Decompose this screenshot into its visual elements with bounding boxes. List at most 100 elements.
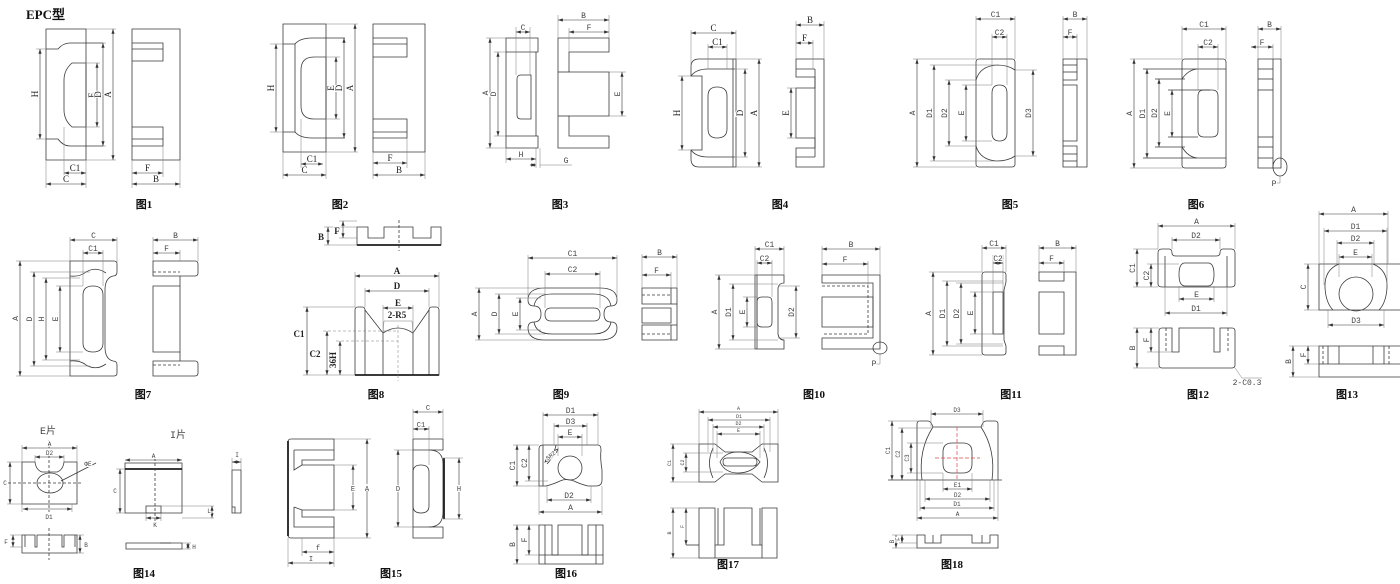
figure-caption: 图13: [1336, 388, 1358, 401]
dimension-label: A: [1351, 206, 1356, 215]
part-outline: [287, 438, 335, 539]
part-outline: [294, 37, 345, 45]
part-outline: [1257, 58, 1282, 169]
dimension-label: D3: [566, 418, 576, 427]
dimension-label: E: [967, 310, 976, 315]
figure-caption: 图8: [368, 388, 385, 401]
dimension-label: E: [739, 309, 748, 314]
dimension-label: B: [1129, 345, 1138, 350]
part-outline: [412, 526, 444, 539]
dimension-label: A: [48, 441, 52, 448]
part-outline: [505, 135, 539, 149]
dimension-label: C2: [895, 450, 902, 458]
dimension-label: E: [512, 311, 521, 316]
figure-caption: 图5: [1002, 198, 1019, 211]
part-outline: [354, 306, 440, 376]
dimension-label: F: [895, 537, 902, 541]
dimension-label: D1: [566, 407, 576, 416]
dimension-label: C2: [568, 266, 578, 275]
dimension-label: K: [153, 522, 157, 529]
part-outline: [294, 131, 345, 139]
part-outline: [719, 451, 761, 474]
dimension-label: D: [334, 84, 344, 91]
part-outline: [1063, 145, 1078, 167]
dimension-label: C2: [760, 255, 770, 264]
dimension-label: A: [394, 266, 401, 276]
dimension-label: D: [735, 109, 745, 116]
part-outline: [756, 296, 773, 328]
dimension-label: A: [909, 110, 918, 115]
dimension-label: F: [145, 163, 150, 173]
part-outline: [872, 341, 888, 355]
figure-caption: 图14: [133, 567, 155, 580]
part-outline: [69, 360, 107, 369]
figure-caption: 图4: [772, 198, 789, 211]
dimension-label: F: [1143, 337, 1152, 342]
extension-line: [382, 320, 385, 334]
dimension-label: D1: [736, 414, 742, 420]
figure-caption: 图18: [941, 558, 963, 571]
dimension-label: C1: [294, 329, 305, 339]
dimension-label: 36H: [328, 352, 338, 368]
dimension-label: C1: [70, 163, 81, 173]
extension-line: [384, 320, 414, 334]
dimension-label: D: [491, 311, 500, 316]
part-outline: [63, 62, 87, 128]
figure-caption: 图12: [1187, 388, 1209, 401]
part-outline: [232, 506, 236, 513]
dimension-label: D2: [564, 492, 574, 501]
part-outline: [709, 447, 714, 479]
dimension-label: H: [519, 151, 524, 160]
figure-caption: 图1: [136, 198, 153, 211]
dimension-label: E片: [40, 424, 56, 438]
dimension-label: P: [872, 360, 877, 369]
figure-caption: 图11: [1000, 388, 1021, 401]
dimension-label: B: [849, 241, 854, 250]
part-outline: [641, 287, 672, 305]
figure-caption: 图3: [552, 198, 569, 211]
dimension-label: D3: [1025, 108, 1034, 118]
dimension-label: F: [843, 256, 848, 265]
dimension-label: F: [164, 245, 169, 254]
sheet-title: EPC型: [26, 7, 65, 22]
dimension-label: C1: [417, 422, 425, 430]
dimension-label: L: [207, 508, 211, 515]
dimension-label: B: [1267, 21, 1272, 30]
part-outline: [516, 74, 532, 120]
part-outline: [60, 462, 97, 482]
dimension-label: E: [326, 85, 336, 91]
part-outline: [46, 42, 103, 50]
part-outline: [1063, 84, 1078, 142]
dimension-label: E: [1353, 249, 1358, 258]
dimension-label: D2: [1151, 108, 1160, 118]
dimension-label: F: [802, 33, 807, 43]
dimension-label: A: [925, 311, 934, 316]
figure-caption: 图2: [332, 198, 349, 211]
part-outline: [145, 505, 162, 514]
dimension-label: I: [309, 556, 313, 564]
dimension-label: E: [781, 110, 791, 116]
part-outline: [1181, 146, 1198, 159]
part-outline: [1338, 276, 1374, 312]
part-outline: [533, 293, 612, 307]
figure-caption: 图6: [1188, 198, 1205, 211]
dimension-label: D3: [953, 407, 961, 414]
dimension-label: C: [91, 232, 96, 241]
dimension-label: F: [1068, 29, 1073, 38]
dimension-label: D2: [1191, 232, 1201, 241]
part-outline: [69, 268, 107, 277]
dimension-label: B: [1055, 240, 1060, 249]
dimension-label: F: [1260, 39, 1265, 48]
dimension-label: E: [87, 92, 97, 98]
part-outline: [641, 307, 672, 324]
dimension-label: C1: [712, 37, 723, 47]
dimension-label: C2: [310, 349, 321, 359]
part-outline: [231, 469, 242, 514]
dimension-label: D: [396, 486, 400, 494]
dimension-label: H: [192, 544, 196, 551]
